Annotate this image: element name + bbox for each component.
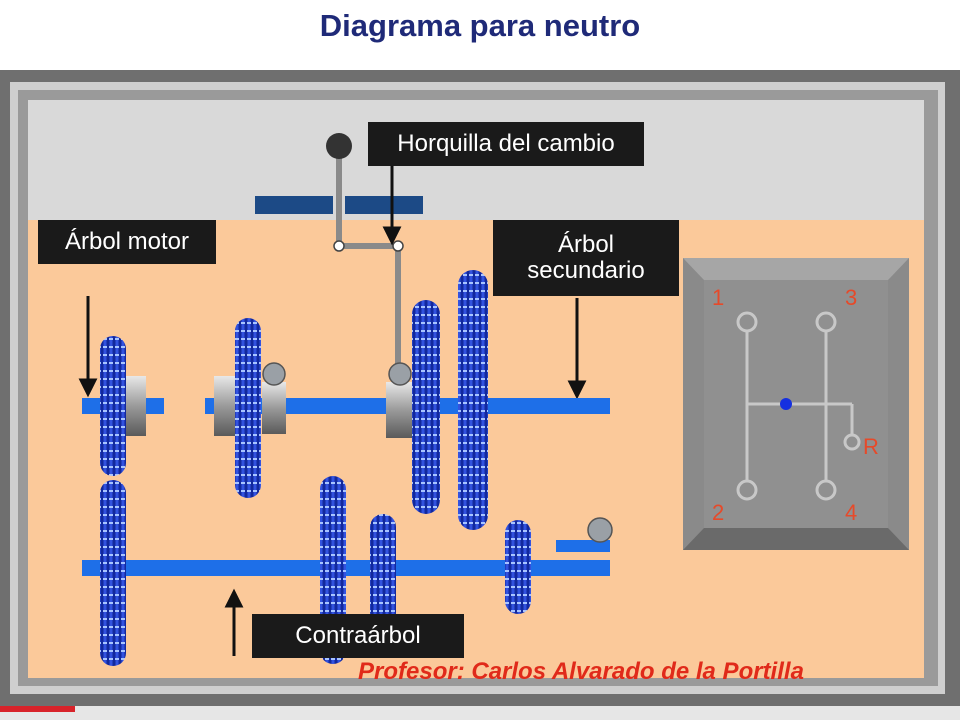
counter-gear-1	[505, 520, 531, 614]
label-output-shaft-line1: Árbol	[557, 230, 615, 258]
gear-position-2: 2	[712, 500, 724, 525]
gear-position-r: R	[863, 434, 879, 459]
arrow-countershaft	[224, 588, 244, 656]
counter-gear-drive	[100, 480, 126, 666]
author-credit: Profesor: Carlos Alvarado de la Portilla	[358, 658, 804, 685]
output-gear-1	[458, 270, 488, 530]
arrow-output-shaft	[567, 298, 587, 400]
synchro-sleeve-2	[386, 382, 414, 438]
gear-position-4: 4	[845, 500, 857, 525]
page-title: Diagrama para neutro	[319, 8, 641, 43]
input-gear	[100, 336, 126, 476]
counter-gear-2	[370, 514, 396, 626]
synchro-sleeve-1	[262, 382, 286, 434]
label-countershaft: Contraárbol	[252, 614, 464, 658]
shift-knob	[326, 133, 352, 159]
reverse-idler-gear	[587, 517, 613, 543]
output-gear-2	[412, 300, 440, 514]
synchro-fork-1	[262, 362, 286, 386]
label-output-shaft-line2: secundario	[527, 257, 645, 284]
gear-position-3: 3	[845, 285, 857, 310]
footer-progress	[0, 706, 75, 712]
label-shift-fork: Horquilla del cambio	[368, 122, 644, 166]
output-gear-3	[235, 318, 261, 498]
footer-bar	[0, 706, 960, 720]
reverse-idler-shaft	[556, 540, 610, 552]
label-input-shaft: Árbol motor	[38, 220, 216, 264]
label-output-shaft: Árbol secundario	[493, 220, 679, 296]
gear-position-1: 1	[712, 285, 724, 310]
shift-pattern-panel: 1 3 2 4 R	[683, 258, 909, 550]
neutral-position-marker	[780, 398, 792, 410]
synchro-fork-2	[388, 362, 412, 386]
arrow-input-shaft	[78, 296, 98, 398]
arrow-shift-fork	[382, 165, 402, 246]
